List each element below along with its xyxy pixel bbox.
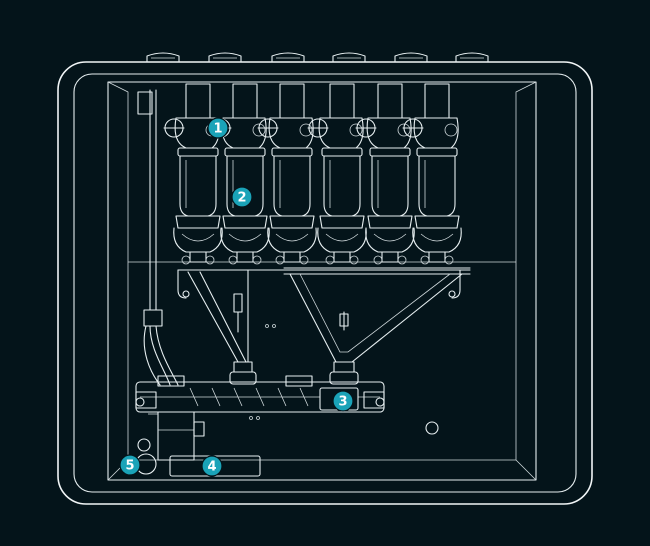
- marker-circle: [207, 117, 229, 139]
- inlet-cap: [455, 52, 489, 63]
- marker-label: 4: [207, 460, 216, 475]
- marker-label: 5: [125, 459, 134, 474]
- marker-2: 2: [231, 186, 253, 208]
- cabinet-details: [249, 324, 439, 435]
- inlet-cap: [208, 52, 242, 63]
- marker-label: 2: [237, 191, 246, 206]
- marker-label: 1: [213, 122, 222, 137]
- marker-circle: [332, 390, 354, 412]
- inlet-cap: [146, 52, 180, 63]
- hopper-column: [163, 83, 223, 265]
- frame-rail: [177, 269, 471, 299]
- marker-3: 3: [332, 390, 354, 412]
- marker-circle: [201, 455, 223, 477]
- inlet-caps: [146, 52, 489, 63]
- marker-circle: [119, 454, 141, 476]
- marker-5: 5: [119, 454, 141, 476]
- marker-circle: [231, 186, 253, 208]
- hopper-column: [355, 83, 415, 265]
- hopper-column: [257, 83, 317, 265]
- left-chute: [187, 269, 257, 385]
- inlet-cap: [271, 52, 305, 63]
- collector-funnel: [283, 267, 471, 385]
- marker-4: 4: [201, 455, 223, 477]
- hopper-columns: [163, 83, 462, 265]
- outer-housing: [57, 61, 593, 505]
- marker-1: 1: [207, 117, 229, 139]
- hopper-column: [402, 83, 462, 265]
- hopper-column: [307, 83, 367, 265]
- discharge-unit: [135, 411, 261, 477]
- left-pipes: [137, 89, 179, 386]
- inlet-cap: [332, 52, 366, 63]
- hopper-column: [210, 83, 270, 265]
- number-markers: 1 2 3 4 5: [119, 117, 354, 477]
- marker-label: 3: [338, 395, 347, 410]
- inlet-cap: [394, 52, 428, 63]
